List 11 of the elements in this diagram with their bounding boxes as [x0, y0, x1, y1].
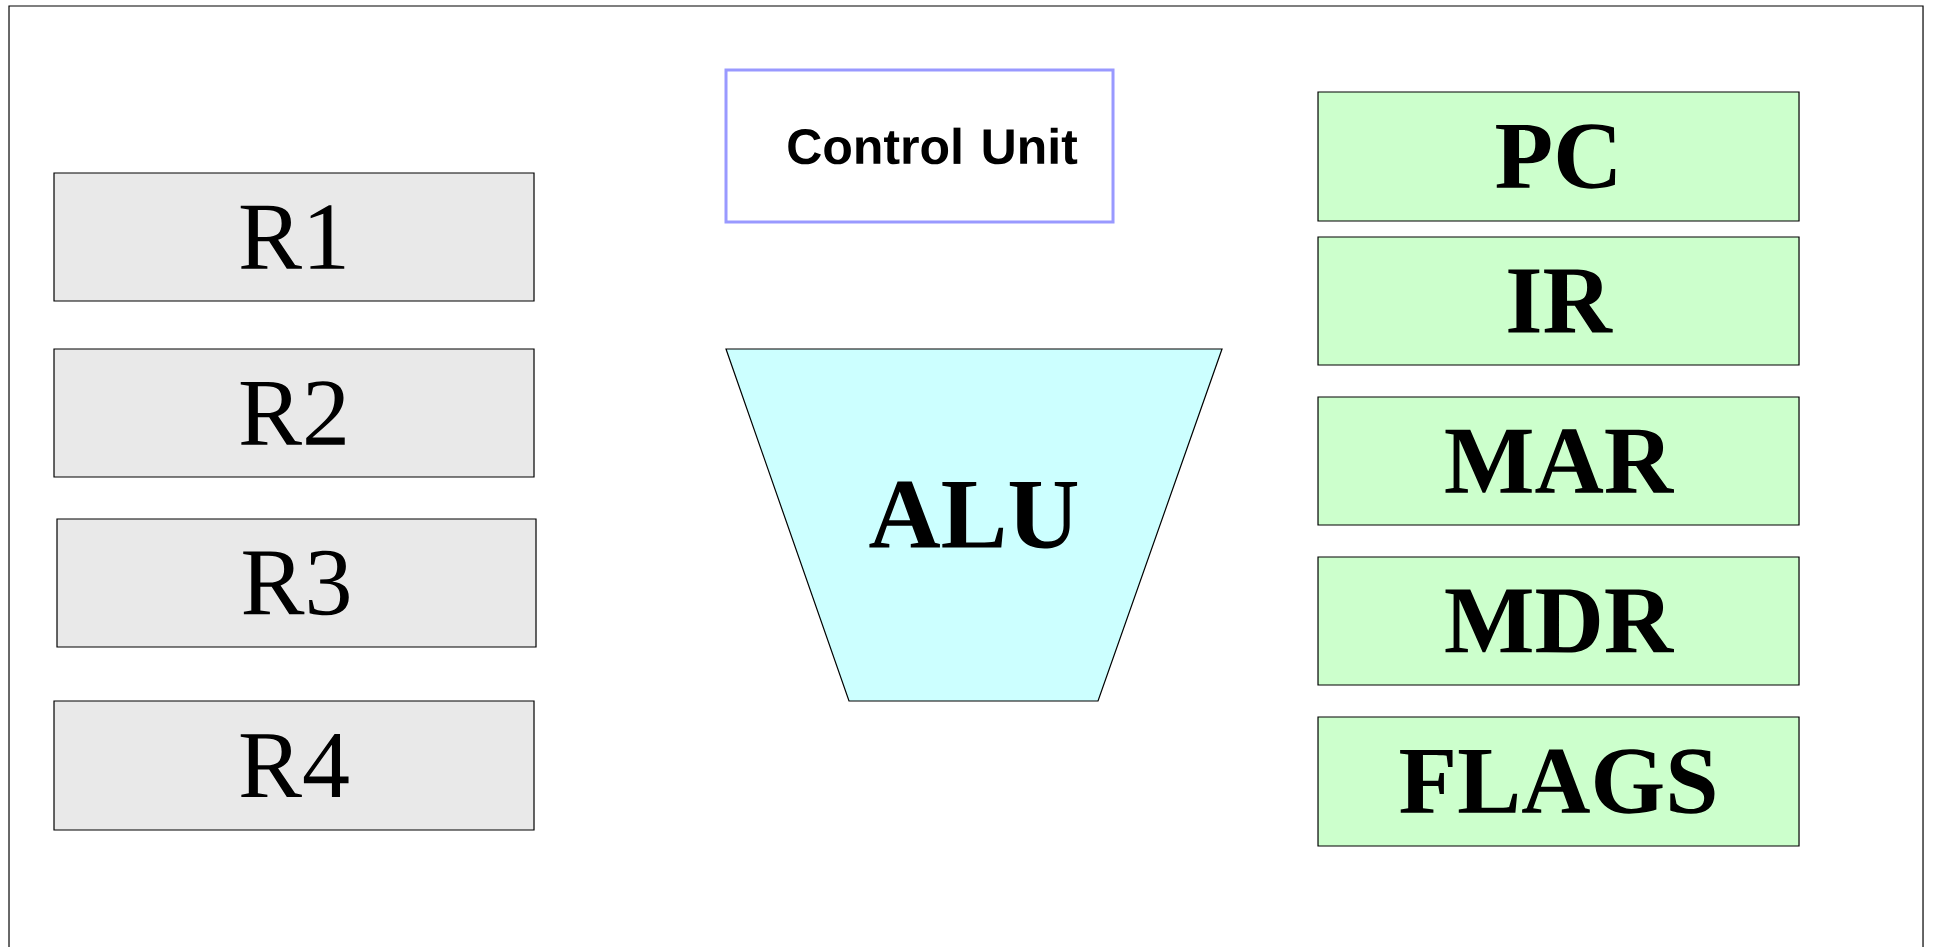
register-box: FLAGS [1317, 716, 1800, 847]
register-box: R3 [56, 518, 537, 648]
register-box: MDR [1317, 556, 1800, 686]
control-unit-box: Control Unit [724, 68, 1115, 224]
register-box: IR [1317, 236, 1800, 366]
register-box: MAR [1317, 396, 1800, 526]
alu-trapezoid: ALU [725, 348, 1223, 702]
register-box: PC [1317, 91, 1800, 222]
register-box: R1 [53, 172, 535, 302]
register-box: R2 [53, 348, 535, 478]
register-box: R4 [53, 700, 535, 831]
